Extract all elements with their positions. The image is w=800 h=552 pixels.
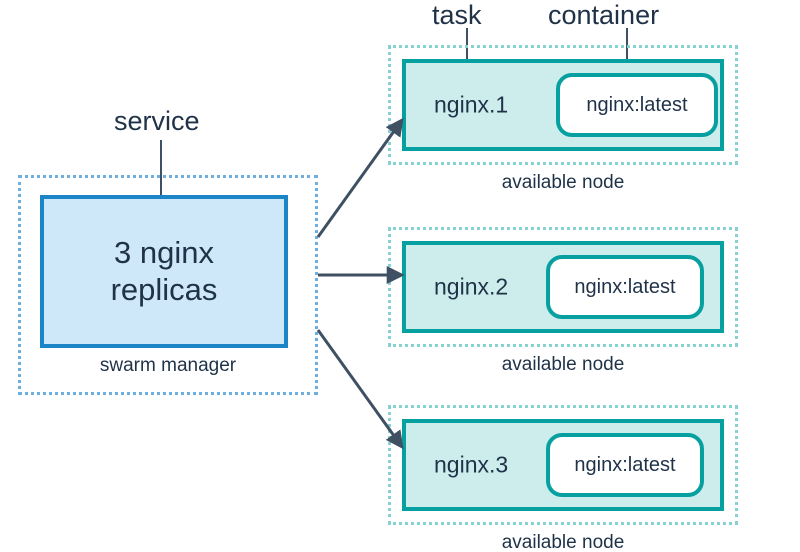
container-box-3: nginx:latest: [546, 433, 704, 497]
callout-label-service: service: [114, 106, 200, 136]
node-caption-2: available node: [501, 354, 625, 375]
node-group-2: [388, 227, 738, 347]
container-image-label-1: nginx:latest: [586, 93, 688, 116]
callout-label-container: container: [548, 0, 660, 30]
task-label-1: nginx.1: [434, 91, 509, 118]
node-caption-1: available node: [501, 172, 625, 193]
container-image-label-3: nginx:latest: [574, 453, 676, 476]
task-box-3: nginx.3 nginx:latest: [402, 419, 724, 511]
swarm-manager-caption: swarm manager: [99, 355, 237, 376]
leader-line-container: [626, 28, 628, 86]
leader-line-task: [466, 28, 468, 83]
container-box-2: nginx:latest: [546, 255, 704, 319]
swarm-manager-group: [18, 175, 318, 395]
callout-label-task: task: [432, 0, 482, 30]
container-box-1: nginx:latest: [556, 73, 718, 137]
node-group-1: [388, 45, 738, 165]
service-box: 3 nginx replicas: [40, 195, 288, 348]
container-image-label-2: nginx:latest: [574, 275, 676, 298]
leader-line-service: [160, 140, 162, 230]
task-box-1: nginx.1 nginx:latest: [402, 59, 724, 151]
service-replicas-label: 3 nginx replicas: [110, 234, 218, 307]
task-box-2: nginx.2 nginx:latest: [402, 241, 724, 333]
task-label-2: nginx.2: [434, 273, 509, 300]
task-label-3: nginx.3: [434, 451, 509, 478]
node-caption-3: available node: [501, 532, 625, 552]
node-group-3: [388, 405, 738, 525]
